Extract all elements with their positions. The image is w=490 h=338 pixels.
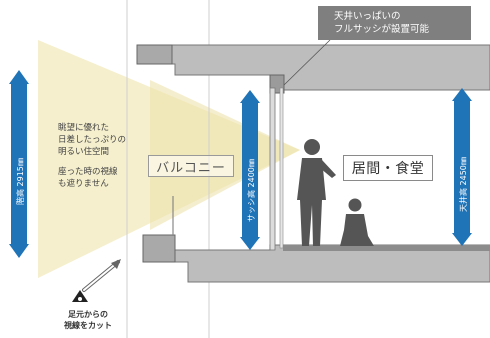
callout-line-2: フルサッシが設置可能 (334, 24, 430, 35)
upper-slab (136, 44, 490, 91)
view-line-3: 明るい住空間 (58, 147, 110, 157)
cut-line-2: 視線をカット (64, 321, 112, 330)
person-standing (297, 139, 336, 246)
view-line-2: 日差したっぷりの (58, 135, 127, 145)
room-label: 居間・食堂 (343, 155, 433, 181)
eye-icon (72, 290, 88, 302)
callout-leader (283, 39, 331, 86)
sightline-cut-note: 足元からの 視線をカット (56, 309, 120, 331)
ceiling-height-arrow (452, 88, 472, 246)
balcony-label: バルコニー (148, 155, 234, 177)
floor-height-arrow (9, 70, 29, 258)
view-description: 眺望に優れた 日差したっぷりの 明るい住空間 座った時の視線 も遮りません (58, 122, 150, 190)
floor-height-label: 階高 2915㎜ (15, 158, 25, 205)
view-line-1: 眺望に優れた (58, 123, 110, 133)
upper-slab-lip (136, 44, 173, 65)
callout-line-1: 天井いっぱいの (334, 11, 401, 22)
view-line-5: も遮りません (58, 179, 109, 189)
person-sitting (340, 198, 374, 246)
sash-frame-inner (279, 87, 284, 249)
balcony-parapet (142, 234, 176, 263)
sash-frame (269, 87, 276, 251)
full-sash-callout: 天井いっぱいの フルサッシが設置可能 (318, 6, 471, 40)
view-line-4: 座った時の視線 (58, 167, 118, 177)
cut-line-1: 足元からの (68, 310, 108, 319)
sash-height-arrow (240, 90, 260, 250)
floor-finish (283, 245, 490, 251)
sash-height-label: サッシ高 2400㎜ (246, 159, 256, 222)
sightline-arrow (82, 259, 121, 292)
ceiling-height-label: 天井高 2450㎜ (458, 157, 468, 212)
